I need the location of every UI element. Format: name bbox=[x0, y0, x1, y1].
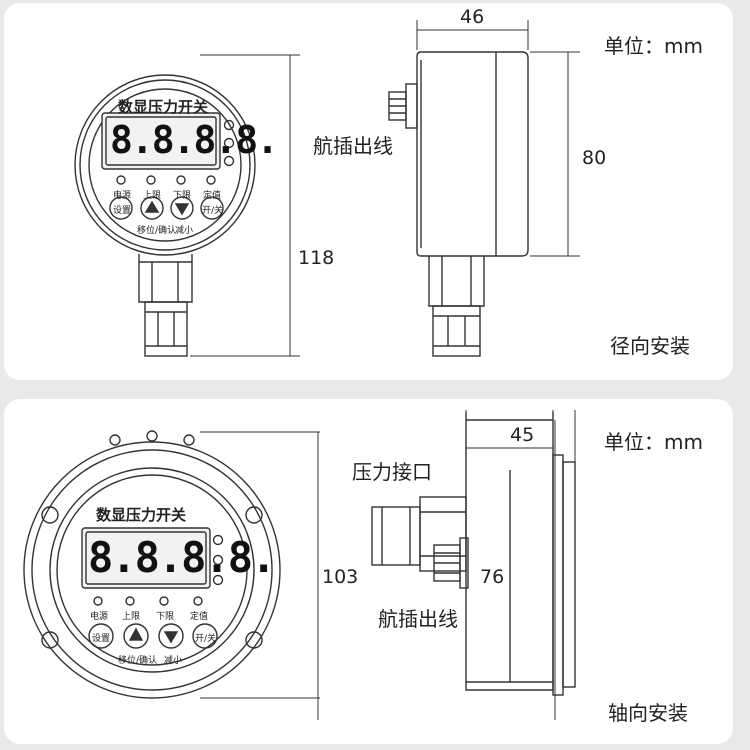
top-led-label-lower: 下限 bbox=[173, 191, 192, 201]
bottom-width-dimension: 45 bbox=[510, 424, 535, 446]
top-total-height-dimension: 118 bbox=[298, 247, 335, 269]
top-display-digits: 8.8.8.8. bbox=[110, 118, 279, 162]
bottom-mount-label: 轴向安装 bbox=[608, 701, 688, 725]
top-cable-label: 航插出线 bbox=[313, 134, 393, 158]
bottom-led-label-lower: 下限 bbox=[156, 612, 175, 622]
bottom-gauge-side bbox=[371, 412, 576, 696]
bottom-set-button[interactable]: 设置 bbox=[92, 634, 111, 644]
top-gauge-title: 数显压力开关 bbox=[118, 98, 209, 116]
bottom-led-label-upper: 上限 bbox=[122, 612, 141, 622]
bottom-total-height-dimension: 103 bbox=[322, 566, 359, 588]
top-body-height-dimension: 80 bbox=[582, 147, 607, 169]
bottom-decrease-label: 减小 bbox=[164, 656, 183, 666]
bottom-cable-label: 航插出线 bbox=[378, 607, 458, 631]
top-decrease-label: 减小 bbox=[175, 226, 194, 236]
top-set-button[interactable]: 设置 bbox=[113, 206, 132, 216]
bottom-body-height-dimension: 76 bbox=[480, 566, 505, 588]
top-led-label-set: 定值 bbox=[203, 191, 222, 201]
top-width-dimension: 46 bbox=[460, 6, 485, 28]
top-mount-label: 径向安装 bbox=[610, 334, 690, 358]
bottom-led-label-set: 定值 bbox=[190, 612, 209, 622]
top-led-label-power: 电源 bbox=[113, 191, 132, 201]
bottom-shift-confirm-label: 移位/确认 bbox=[118, 656, 158, 666]
bottom-onoff-button[interactable]: 开/关 bbox=[195, 634, 217, 644]
bottom-unit-label: 单位：mm bbox=[604, 430, 703, 454]
top-unit-label: 单位：mm bbox=[604, 34, 703, 58]
bottom-display-digits: 8.8.8.8. bbox=[88, 533, 276, 582]
bottom-led-label-power: 电源 bbox=[90, 612, 109, 622]
top-gauge-side bbox=[388, 51, 529, 357]
top-onoff-button[interactable]: 开/关 bbox=[202, 206, 224, 216]
top-shift-confirm-label: 移位/确认 bbox=[137, 226, 177, 236]
bottom-port-label: 压力接口 bbox=[352, 460, 432, 484]
top-dimensions bbox=[190, 20, 580, 357]
top-led-label-upper: 上限 bbox=[143, 191, 162, 201]
bottom-gauge-title: 数显压力开关 bbox=[96, 506, 187, 524]
